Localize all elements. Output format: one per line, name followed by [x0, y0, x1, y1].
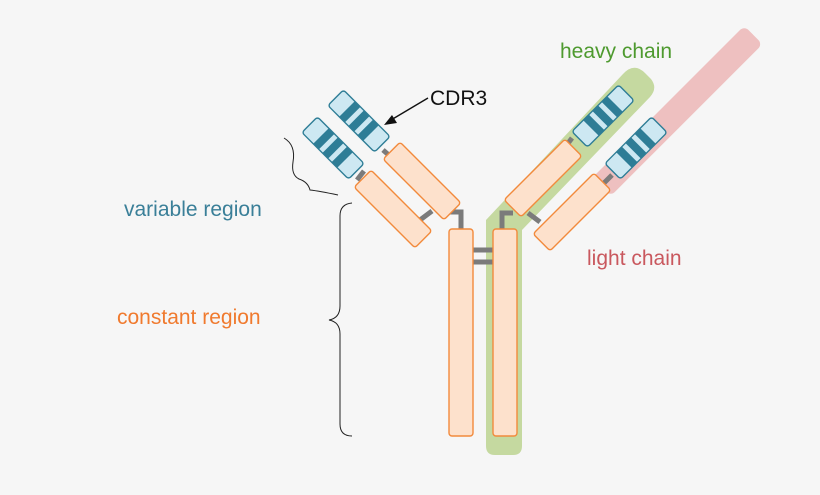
- right-light-constant-domain: [533, 173, 611, 251]
- constant-region-brace: [328, 202, 353, 437]
- left-light-constant-domain: [354, 170, 432, 248]
- cdr3-label: CDR3: [430, 87, 487, 110]
- right-hinge-linker: [499, 210, 513, 230]
- left-light-vc-linker: [355, 169, 366, 182]
- right-light-vc-linker: [602, 173, 614, 185]
- light-chain-label: light chain: [587, 247, 682, 270]
- left-heavy-constant-domain-ch1: [383, 142, 461, 220]
- right-interchain-linker: [526, 211, 542, 224]
- cdr3-arrowhead: [384, 115, 397, 125]
- cdr3-arrow: [390, 97, 429, 121]
- variable-region-brace: [283, 137, 339, 196]
- left-heavy-constant-domain: [448, 228, 474, 437]
- left-interchain-linker: [418, 209, 434, 222]
- right-light-variable-domain: [605, 117, 667, 179]
- left-heavy-variable-domain: [328, 90, 390, 152]
- heavy-chain-label: heavy chain: [560, 40, 672, 63]
- right-heavy-constant-domain: [492, 228, 518, 437]
- left-light-variable-domain: [302, 117, 364, 179]
- constant-region-label: constant region: [117, 306, 261, 329]
- right-heavy-variable-domain: [572, 85, 634, 147]
- right-heavy-constant-domain-ch1: [504, 139, 582, 217]
- variable-region-label: variable region: [124, 198, 262, 221]
